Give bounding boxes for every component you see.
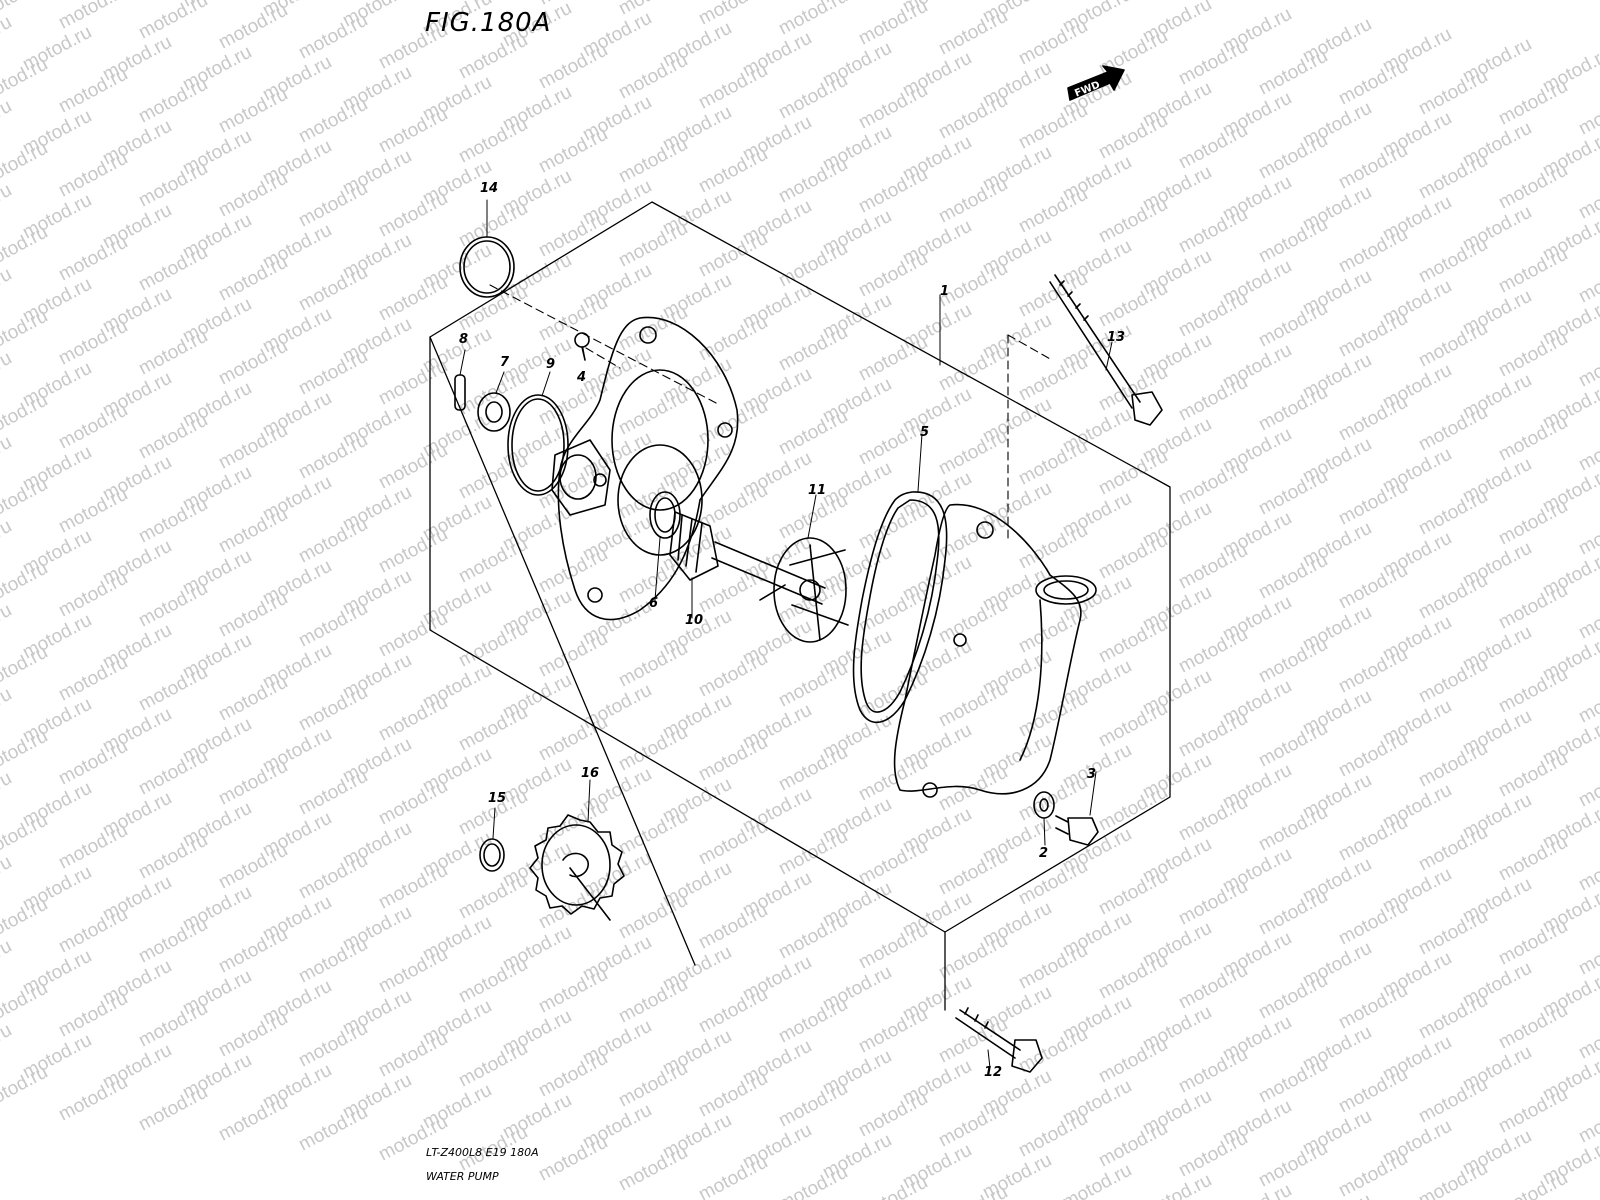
part-name: WATER PUMP	[426, 1170, 499, 1183]
part-13-bolt	[1049, 274, 1163, 426]
callout-6: 6	[649, 596, 658, 611]
callout-15: 15	[488, 791, 506, 806]
callout-1: 1	[940, 284, 949, 299]
part-9-o-ring	[507, 394, 569, 496]
part-2-washer	[1033, 791, 1055, 819]
part-11-impeller	[759, 537, 849, 643]
part-15-circlip	[479, 838, 505, 872]
callout-5: 5	[920, 425, 929, 440]
callout-16: 16	[581, 766, 599, 781]
callout-12: 12	[984, 1065, 1002, 1080]
part-3-bolt	[1055, 815, 1099, 846]
callout-8: 8	[459, 332, 468, 347]
pump-cover-plate	[557, 316, 739, 621]
callout-labels: 1 2 3 4 5 6 7 8 9 10 11 12 13 14 15 16	[459, 181, 1125, 1080]
fwd-arrow-icon: FWD	[1067, 65, 1125, 101]
callout-3: 3	[1087, 767, 1096, 782]
part-7-washer	[477, 392, 511, 432]
assembly-box	[429, 201, 1171, 1011]
callout-4: 4	[576, 370, 586, 385]
callout-9: 9	[546, 357, 555, 372]
callout-7: 7	[500, 355, 510, 370]
part-5-gasket	[852, 491, 948, 724]
callout-11: 11	[808, 483, 826, 498]
callout-10: 10	[685, 613, 703, 628]
pump-hub	[551, 439, 611, 516]
part-12-bolt	[955, 1007, 1043, 1073]
part-10-mechanical-seal	[669, 511, 719, 581]
callout-13: 13	[1107, 330, 1125, 345]
part-14-o-ring	[459, 236, 515, 298]
leader-lines	[459, 199, 1113, 1069]
part-4-screw	[574, 332, 590, 361]
callout-2: 2	[1039, 846, 1048, 861]
model-code: LT-Z400L8 E19 180A	[426, 1146, 539, 1159]
callout-14: 14	[480, 181, 498, 196]
part-8-pin	[454, 374, 466, 411]
part-6-oil-seal	[649, 491, 681, 539]
figure-title: FIG.180A	[425, 8, 552, 38]
part-16-gear	[529, 814, 625, 921]
part-1-pump-housing	[893, 503, 1097, 798]
alignment-lines	[489, 284, 1053, 541]
